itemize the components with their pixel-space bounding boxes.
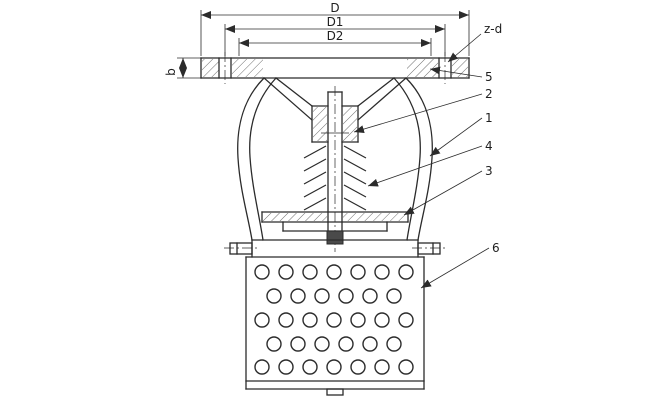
callout-z-d: z-d <box>447 22 502 63</box>
strainer-holes <box>254 264 414 375</box>
lower-flange <box>224 239 446 258</box>
strainer-bottom-tab <box>326 388 344 396</box>
bolt-left <box>229 242 253 255</box>
leader-line-2 <box>353 93 483 133</box>
leader-line-4 <box>367 145 483 187</box>
part-label-4: 4 <box>485 139 493 153</box>
dimension-D2-label: D2 <box>327 29 344 43</box>
stem-guide-hub <box>311 105 359 143</box>
top-flange <box>200 52 470 84</box>
dimension-D2: D2 <box>238 29 432 56</box>
leader-line-3 <box>403 170 483 216</box>
dimension-D1-label: D1 <box>327 15 344 29</box>
part-label-5: 5 <box>485 70 493 84</box>
bolt-right <box>417 242 441 255</box>
callout-z-d-label: z-d <box>484 22 502 36</box>
leader-line-5 <box>429 66 483 78</box>
leader-line-6 <box>420 247 490 289</box>
dimension-D: D <box>200 1 470 56</box>
valve-disc <box>261 211 409 245</box>
dimension-b: b <box>164 57 201 79</box>
part-label-3: 3 <box>485 164 493 178</box>
part-label-2: 2 <box>485 87 493 101</box>
part-label-1: 1 <box>485 111 493 125</box>
valve-stem <box>321 91 349 232</box>
part-callouts: 5 2 1 4 3 6 <box>353 66 500 289</box>
dimension-D1: D1 <box>224 15 446 56</box>
inlet-funnel <box>263 77 407 121</box>
part-label-6: 6 <box>492 241 500 255</box>
spring <box>303 145 367 211</box>
dimension-b-label: b <box>164 68 178 76</box>
strainer-basket <box>245 256 425 396</box>
leader-line-z-d <box>447 33 482 63</box>
stem-nut <box>326 230 344 245</box>
leader-line-1 <box>429 117 483 157</box>
valve-body <box>237 77 433 241</box>
dimension-D-label: D <box>330 1 339 15</box>
